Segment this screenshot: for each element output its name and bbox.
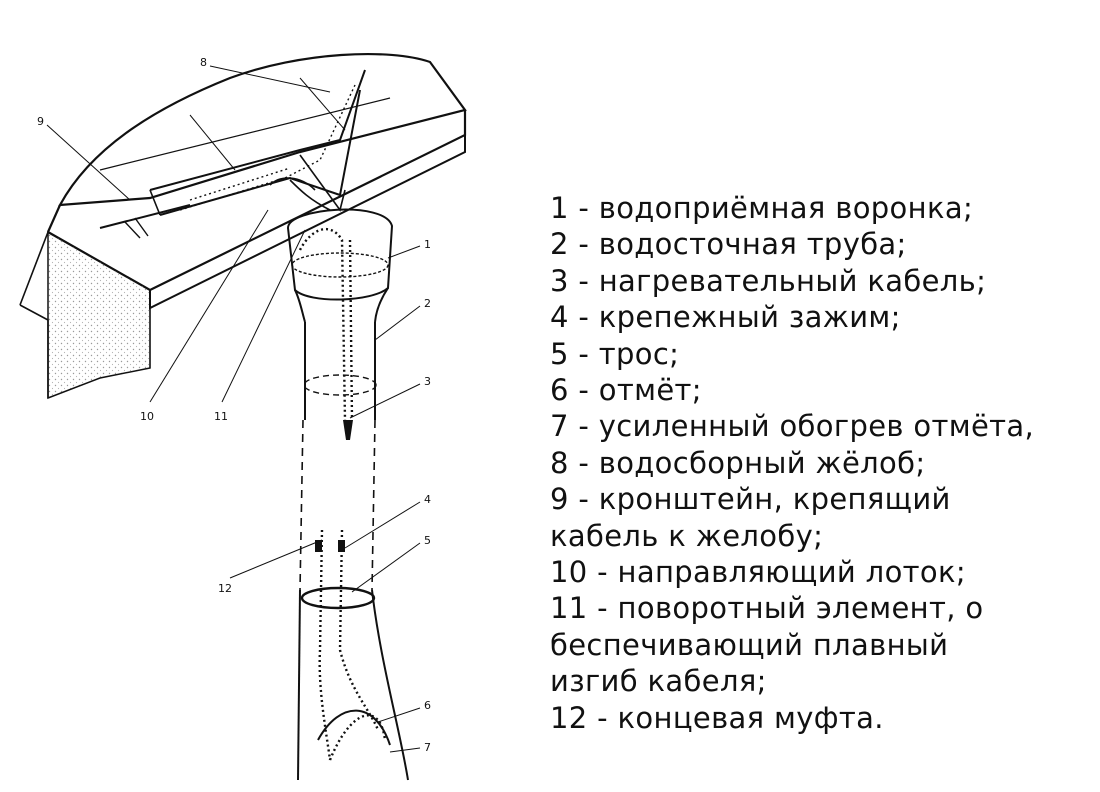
legend-item: 9 - кронштейн, крепящий bbox=[550, 482, 951, 517]
legend-item: 1 - водоприёмная воронка; bbox=[550, 191, 974, 225]
legend-item: изгиб кабеля; bbox=[550, 664, 767, 699]
callout-6: 6 bbox=[424, 699, 431, 712]
legend-item: 2 - водосточная труба; bbox=[550, 227, 907, 262]
legend-item: 10 - направляющий лоток; bbox=[550, 555, 966, 590]
legend-item: 8 - водосборный жёлоб; bbox=[550, 445, 926, 480]
callout-4: 4 bbox=[424, 493, 431, 506]
callout-7: 7 bbox=[424, 741, 431, 754]
funnel bbox=[286, 208, 394, 323]
callout-9: 9 bbox=[37, 115, 44, 128]
legend-item: 3 - нагревательный кабель; bbox=[550, 263, 987, 298]
legend-item: 12 - концевая муфта. bbox=[550, 700, 884, 735]
callout-11: 11 bbox=[214, 410, 228, 423]
callout-2: 2 bbox=[424, 297, 431, 310]
heating-cable bbox=[298, 228, 391, 761]
callout-leaders bbox=[46, 65, 421, 753]
bracket bbox=[99, 204, 191, 239]
legend-item: 11 - поворотный элемент, о bbox=[550, 591, 984, 626]
roof-slab bbox=[19, 52, 467, 400]
legend-list: 1 - водоприёмная воронка; 2 - водосточна… bbox=[550, 190, 1090, 736]
callout-numbers: 1 2 3 4 5 6 7 8 9 10 11 12 bbox=[37, 56, 431, 754]
gutter bbox=[149, 69, 366, 216]
downpipe bbox=[297, 322, 409, 781]
drainage-heating-diagram: 1 2 3 4 5 6 7 8 9 10 11 12 bbox=[19, 52, 467, 781]
callout-8: 8 bbox=[200, 56, 207, 69]
legend-item: 4 - крепежный зажим; bbox=[550, 300, 901, 335]
legend-item: беспечивающий плавный bbox=[550, 627, 949, 662]
legend-item: 6 - отмёт; bbox=[550, 373, 702, 408]
callout-3: 3 bbox=[424, 375, 431, 388]
legend-item: кабель к желобу; bbox=[550, 518, 824, 553]
callout-1: 1 bbox=[424, 238, 431, 251]
legend-item: 5 - трос; bbox=[550, 336, 680, 371]
callout-12: 12 bbox=[218, 582, 232, 595]
callout-5: 5 bbox=[424, 534, 431, 547]
callout-10: 10 bbox=[140, 410, 154, 423]
legend-item: 7 - усиленный обогрев отмёта, bbox=[550, 409, 1035, 444]
